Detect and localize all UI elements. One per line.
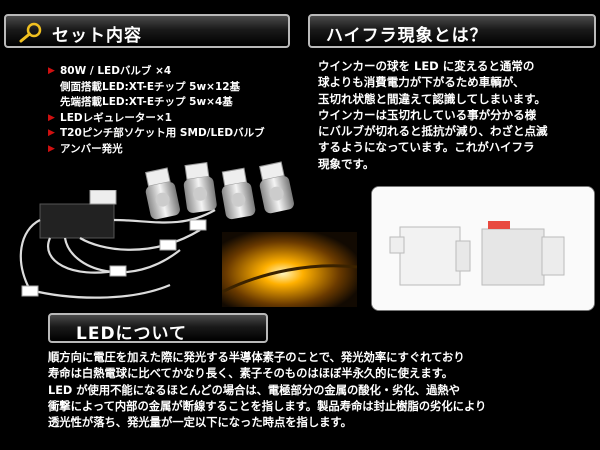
hyper-flash-description: ウインカーの球を LED に変えると通常の 球よりも消費電力が下がるため車輌が、…	[318, 58, 596, 172]
about-led-header: LEDについて	[48, 313, 268, 344]
list-item: ▶アンバー発光	[48, 142, 298, 158]
text-line: 衝撃によって内部の金属が断線することを指します。製品寿命は封止樹脂の劣化により	[48, 399, 487, 413]
text-line: 順方向に電圧を加えた際に発光する半導体素子のことで、発光効率にすぐれており	[48, 351, 465, 364]
bullet-icon: ▶	[48, 66, 55, 76]
bullet-icon: ▶	[48, 128, 55, 138]
amber-light-graphic	[222, 232, 357, 307]
list-item: ▶80W / LEDバルブ ×4	[48, 64, 298, 80]
amber-turn-signal-photo	[222, 232, 357, 307]
about-led-title: LEDについて	[76, 324, 188, 344]
hyper-flash-header: ハイフラ現象とは？	[308, 14, 596, 48]
text-line: するようになっています。これがハイフラ	[318, 140, 535, 155]
bullet-icon: ▶	[48, 112, 55, 123]
search-icon	[19, 22, 42, 43]
text-line: ウインカーの球を LED に変えると通常の	[318, 59, 535, 73]
list-item: 側面搭載LED:XT-Eチップ 5w×12基	[60, 80, 241, 93]
text-line: ウインカーは玉切れしている事が分かる様	[318, 107, 537, 122]
list-item: ▶LEDレギュレーター×1	[48, 111, 298, 127]
about-led-description: 順方向に電圧を加えた際に発光する半導体素子のことで、発光効率にすぐれており 寿命…	[48, 350, 598, 431]
set-contents-title: セット内容	[52, 26, 142, 46]
text-line: にバルブが切れると抵抗が減り、わざと点滅	[318, 124, 548, 139]
text-line: 玉切れ状態と間違えて認識してしまいます。	[318, 91, 546, 106]
set-contents-header: セット内容	[4, 14, 290, 48]
text-line: 寿命は白熱電球に比べてかなり長く、素子そのものはほぼ半永久的に使えます。	[48, 367, 454, 381]
text-line: 現象です。	[318, 156, 375, 171]
set-contents-list: ▶80W / LEDバルブ ×4 側面搭載LED:XT-Eチップ 5w×12基 …	[48, 64, 298, 157]
led-bulbs-photo	[145, 161, 294, 220]
text-line: 球よりも消費電力が下がるため車輌が、	[318, 75, 525, 90]
hyper-flash-title: ハイフラ現象とは？	[326, 26, 488, 46]
text-line: 透光性が落ち、発光量が一定以下になった時点を指します。	[48, 416, 352, 430]
list-item: 先端搭載LED:XT-Eチップ 5w×4基	[60, 96, 233, 108]
regulator-harness-photo	[19, 190, 216, 299]
list-item: ▶T20ピンチ部ソケット用 SMD/LEDバルブ	[48, 126, 298, 142]
socket-and-bulb-photo	[371, 186, 595, 311]
text-line: LED が使用不能になるほとんどの場合は、電極部分の金属の酸化・劣化、過熱や	[48, 383, 460, 397]
socket-graphic	[372, 187, 594, 310]
bullet-icon: ▶	[48, 143, 55, 154]
